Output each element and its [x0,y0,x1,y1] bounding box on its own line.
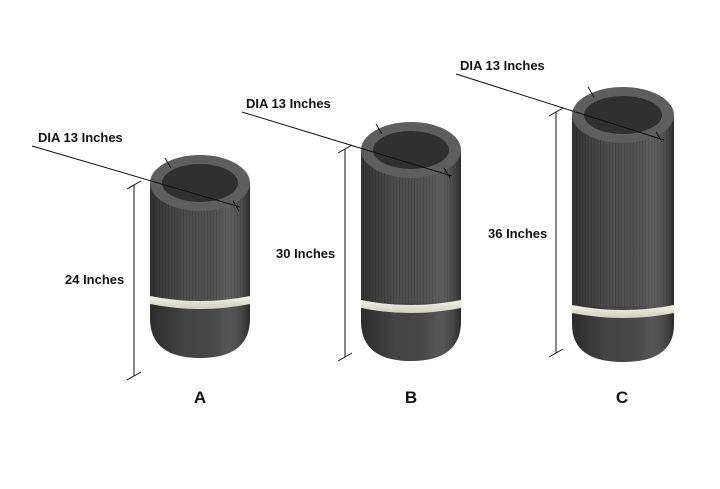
cylinder-c-letter: C [616,388,628,407]
cylinder-b-band [361,300,461,313]
cylinder-c-diameter-label: DIA 13 Inches [460,58,545,73]
cylinder-a-height-tick-top [126,180,142,190]
cylinder-a-band [150,296,250,309]
cylinder-a-diameter-label: DIA 13 Inches [38,130,123,145]
cylinder-a-opening [162,164,238,202]
cylinder-c-body-shade [572,115,674,306]
cylinder-a-letter: A [194,388,206,407]
cylinder-a-height-label: 24 Inches [65,272,124,287]
cylinder-b: DIA 13 Inches 30 Inches B [241,96,461,407]
cylinder-b-diameter-tick-right [443,167,451,179]
cylinder-c-height-tick-bottom [548,348,564,358]
cylinder-b-opening [373,131,449,169]
cylinder-a-diameter-tick-left [164,157,172,169]
cylinder-b-diameter-tick-left [375,123,383,135]
cylinder-b-height-tick-top [337,144,353,154]
cylinder-c-height-tick-top [548,107,564,117]
cylinder-b-height-label: 30 Inches [276,246,335,261]
cylinder-a-base-shade [150,300,250,358]
cylinder-c-height-label: 36 Inches [488,226,547,241]
cylinder-c-opening [584,96,662,134]
cylinder-a: DIA 13 Inches 24 Inches A [31,130,250,407]
cylinder-c-base-shade [572,306,674,362]
cylinder-a-diameter-tick-right [232,200,240,212]
cylinder-c-diameter-tick-right [655,131,663,143]
cylinder-b-diameter-line [241,111,453,177]
cylinder-c-diameter-line [455,73,665,141]
cylinder-b-height-tick-bottom [337,352,353,362]
cylinder-a-height-tick-bottom [126,371,142,381]
cylinder-b-letter: B [405,388,417,407]
cylinder-b-diameter-label: DIA 13 Inches [246,96,331,111]
cylinder-c-diameter-tick-left [587,86,595,98]
cylinder-c: DIA 13 Inches 36 Inches C [455,58,674,407]
cylinder-b-base-shade [361,303,461,361]
cylinder-a-diameter-line [31,145,241,208]
cylinder-c-band [572,305,674,318]
